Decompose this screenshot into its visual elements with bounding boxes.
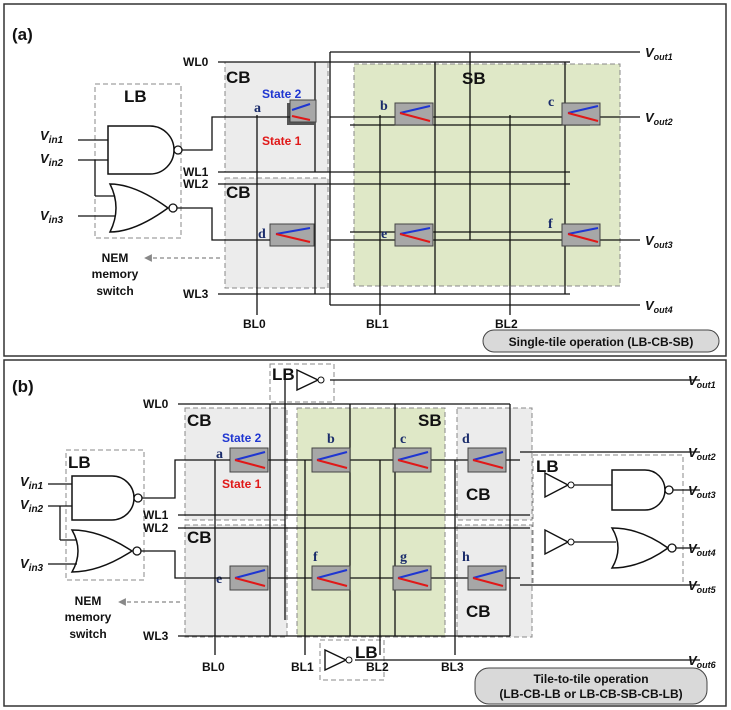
nem-switch-b-b bbox=[311, 447, 351, 473]
cell-c-label: c bbox=[548, 95, 554, 110]
wl1: WL1 bbox=[183, 165, 209, 179]
cb-bot-label: CB bbox=[226, 183, 251, 202]
nem-switch-a bbox=[287, 99, 317, 125]
panel-a-tag: (a) bbox=[12, 25, 33, 44]
buffer-top bbox=[296, 368, 320, 392]
lb-top-box bbox=[269, 363, 335, 403]
cell-b-a-label: a bbox=[216, 447, 223, 462]
nem-label-b-1: NEM bbox=[75, 594, 102, 608]
nand-gate-r bbox=[611, 469, 666, 511]
nem-switch-d bbox=[269, 223, 315, 247]
bl1: BL1 bbox=[366, 317, 389, 331]
cell-b-c-label: c bbox=[400, 432, 406, 447]
lb-mid-label: LB bbox=[536, 457, 559, 476]
cell-a-label: a bbox=[254, 101, 261, 116]
nem-switch-b-d bbox=[467, 447, 507, 473]
nem-label-a-3: switch bbox=[96, 284, 133, 298]
nem-switch-c bbox=[561, 102, 601, 126]
cell-d-label: d bbox=[258, 227, 266, 242]
panel-a: (a) LB CB CB SB WL0 WL1 WL2 WL3 BL0 BL1 … bbox=[3, 3, 727, 357]
state2-label-a: State 2 bbox=[262, 87, 302, 101]
buffer-bottom bbox=[324, 648, 348, 672]
cell-b-label: b bbox=[380, 99, 388, 114]
cb-left-bot-label: CB bbox=[187, 528, 212, 547]
state1-label-b: State 1 bbox=[222, 477, 262, 491]
cb-left-top-label: CB bbox=[187, 411, 212, 430]
lb-label: LB bbox=[124, 87, 147, 106]
nem-switch-b-e bbox=[229, 565, 269, 591]
sb-box bbox=[353, 63, 621, 287]
nem-switch-e bbox=[394, 223, 434, 247]
cell-b-e-label: e bbox=[216, 572, 222, 587]
wl2-b: WL2 bbox=[143, 521, 169, 535]
lb-left-label: LB bbox=[68, 453, 91, 472]
nem-switch-b-g bbox=[392, 565, 432, 591]
bl3-b: BL3 bbox=[441, 660, 464, 674]
badge-b-line1: Tile-to-tile operation bbox=[533, 672, 648, 686]
nor-gate-a bbox=[108, 183, 170, 233]
inverter-r2 bbox=[544, 528, 570, 556]
cb-top-label: CB bbox=[226, 68, 251, 87]
bl2-b: BL2 bbox=[366, 660, 389, 674]
badge-a-bg bbox=[482, 329, 720, 353]
wl3-b: WL3 bbox=[143, 629, 169, 643]
nor-gate-b bbox=[70, 529, 134, 573]
nem-label-a-1: NEM bbox=[102, 251, 129, 265]
sb-label: SB bbox=[462, 69, 486, 88]
wl2: WL2 bbox=[183, 177, 209, 191]
bl1-b: BL1 bbox=[291, 660, 314, 674]
lb-bottom-label: LB bbox=[355, 643, 378, 662]
cell-f-label: f bbox=[548, 217, 553, 232]
cell-b-g-label: g bbox=[400, 550, 407, 565]
panel-b-tag: (b) bbox=[12, 377, 34, 396]
nem-switch-b-f bbox=[311, 565, 351, 591]
nand-gate-b bbox=[71, 475, 135, 521]
wl1-b: WL1 bbox=[143, 508, 169, 522]
nem-label-a-2: memory bbox=[92, 267, 139, 281]
nem-switch-b-h bbox=[467, 565, 507, 591]
sb-b-label: SB bbox=[418, 411, 442, 430]
nand-gate-a bbox=[107, 125, 175, 175]
cb-right-bot-label: CB bbox=[466, 602, 491, 621]
nem-switch-b-c bbox=[392, 447, 432, 473]
bl0-b: BL0 bbox=[202, 660, 225, 674]
cell-b-h-label: h bbox=[462, 550, 470, 565]
lb-top-label: LB bbox=[272, 365, 295, 384]
cell-e-label: e bbox=[381, 227, 387, 242]
inverter-r1 bbox=[544, 471, 570, 499]
state2-label-b: State 2 bbox=[222, 431, 262, 445]
nem-label-b-3: switch bbox=[69, 627, 106, 641]
nem-switch-f bbox=[561, 223, 601, 247]
state1-label-a: State 1 bbox=[262, 134, 302, 148]
wl3: WL3 bbox=[183, 287, 209, 301]
nem-switch-b bbox=[394, 102, 434, 126]
sb-b-box bbox=[296, 407, 446, 638]
wl0: WL0 bbox=[183, 55, 209, 69]
wl0-b: WL0 bbox=[143, 397, 169, 411]
bl0: BL0 bbox=[243, 317, 266, 331]
cell-b-d-label: d bbox=[462, 432, 470, 447]
cell-b-f-label: f bbox=[313, 550, 318, 565]
nor-gate-r bbox=[610, 527, 670, 569]
bl2: BL2 bbox=[495, 317, 518, 331]
nem-switch-b-a bbox=[229, 447, 269, 473]
cb-right-top-label: CB bbox=[466, 485, 491, 504]
badge-a: Single-tile operation (LB-CB-SB) bbox=[509, 335, 694, 349]
badge-b-bg bbox=[474, 667, 708, 705]
badge-b-line2: (LB-CB-LB or LB-CB-SB-CB-LB) bbox=[499, 687, 682, 701]
nem-label-b-2: memory bbox=[65, 610, 112, 624]
panel-b: (b) LB LB LB LB CB CB CB CB SB WL0 WL1 W… bbox=[3, 359, 727, 707]
cell-b-b-label: b bbox=[327, 432, 335, 447]
